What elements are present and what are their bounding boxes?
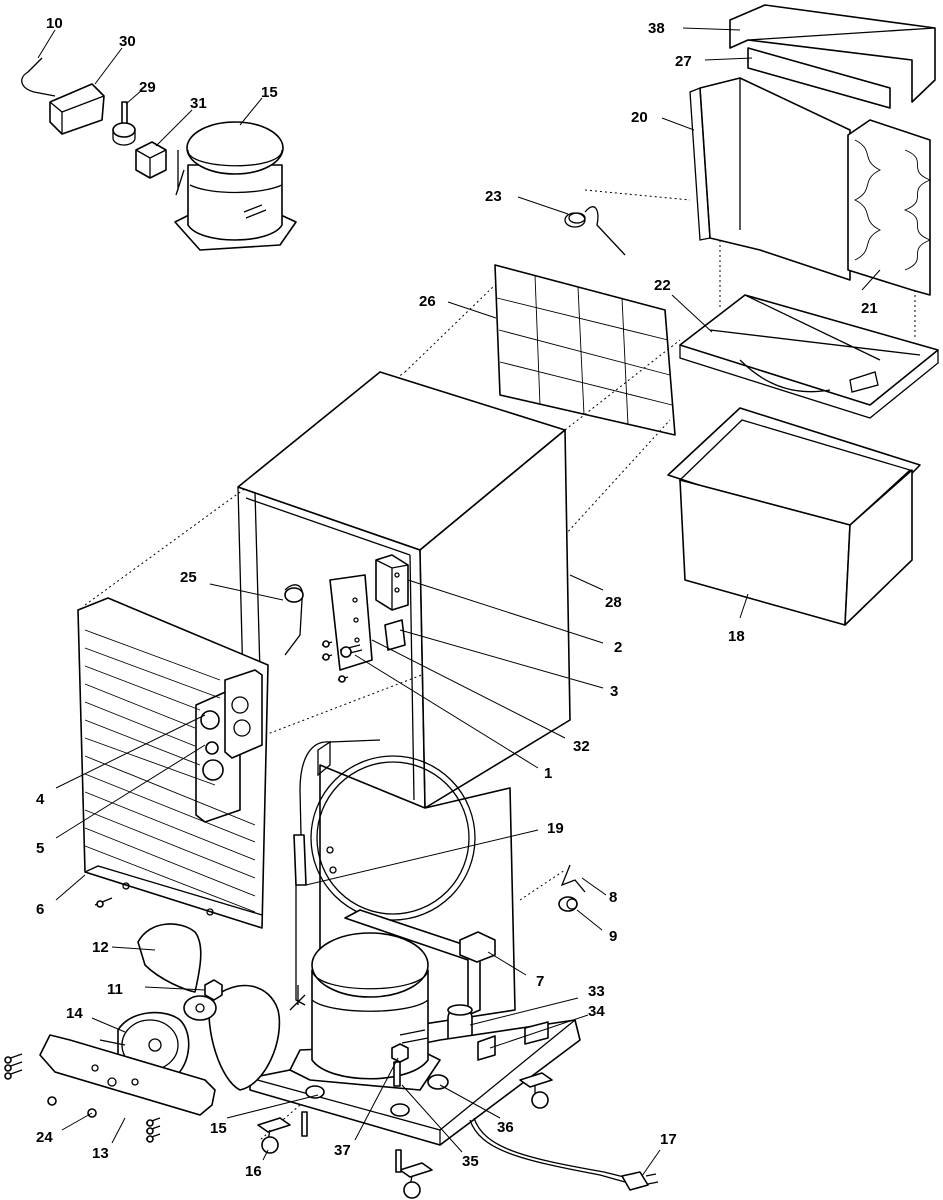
label-19: 19 [547, 820, 564, 837]
label-8: 8 [609, 889, 617, 906]
label-17: 17 [660, 1131, 677, 1148]
label-35: 35 [462, 1153, 479, 1170]
part-24-screws [4, 1053, 161, 1143]
label-9: 9 [609, 928, 617, 945]
leader-lines [37, 27, 881, 1177]
part-15-compressor-top [174, 121, 297, 251]
part-labels: 10 30 29 31 15 38 27 20 23 26 22 21 25 2… [36, 15, 878, 1180]
part-18-bucket [667, 407, 921, 626]
label-20: 20 [631, 109, 648, 126]
label-14: 14 [66, 1005, 83, 1022]
label-18: 18 [728, 628, 745, 645]
label-4: 4 [36, 791, 45, 808]
label-25: 25 [180, 569, 197, 586]
part-16-casters [257, 1072, 553, 1199]
part-6-front-grille [77, 597, 269, 929]
label-15-top: 15 [261, 84, 278, 101]
label-37: 37 [334, 1142, 351, 1159]
label-33: 33 [588, 983, 605, 1000]
part-2-switch [375, 554, 409, 611]
label-6: 6 [36, 901, 44, 918]
label-23: 23 [485, 188, 502, 205]
label-11: 11 [107, 981, 123, 998]
part-27-strip [747, 47, 891, 109]
part-36-grommets [305, 1074, 449, 1117]
grille-louvers [84, 629, 256, 913]
label-21: 21 [861, 300, 878, 317]
part-34-bracket [477, 1021, 549, 1061]
label-26: 26 [419, 293, 436, 310]
part-30-bracket [49, 83, 105, 135]
label-28: 28 [605, 594, 622, 611]
label-1: 1 [544, 765, 552, 782]
part-37-nut [391, 1043, 409, 1063]
part-32-plate [329, 574, 373, 671]
label-36: 36 [497, 1119, 514, 1136]
label-27: 27 [675, 53, 692, 70]
part-25-harness [284, 584, 304, 656]
label-16: 16 [245, 1163, 262, 1180]
label-32: 32 [573, 738, 590, 755]
screws-panel [321, 640, 349, 683]
label-29: 29 [139, 79, 156, 96]
label-10: 10 [46, 15, 63, 32]
label-12: 12 [92, 939, 109, 956]
part-12-fan-blade [137, 923, 281, 1091]
part-20-evaporator [689, 77, 851, 281]
label-30: 30 [119, 33, 136, 50]
part-10-wire [21, 57, 56, 97]
label-38: 38 [648, 20, 665, 37]
part-28-cabinet [237, 371, 571, 809]
part-1-knob-shaft [339, 644, 363, 658]
label-31: 31 [190, 95, 207, 112]
label-24: 24 [36, 1129, 53, 1146]
label-3: 3 [610, 683, 618, 700]
part-3-tab [384, 619, 406, 651]
part-11-nut [204, 979, 223, 1001]
part-15-compressor-bottom [289, 932, 441, 1091]
part-8-clip [560, 864, 586, 893]
part-7-bracket [344, 909, 496, 1016]
part-9-bushing [558, 896, 578, 912]
label-15-bottom: 15 [210, 1120, 227, 1137]
part-17-power-cord [469, 1117, 659, 1191]
label-2: 2 [614, 639, 622, 656]
label-5: 5 [36, 840, 44, 857]
part-35-bolt [393, 1061, 401, 1087]
part-19-capillary [293, 739, 381, 1006]
part-21-coil [847, 119, 932, 296]
part-22-drip-tray [679, 294, 939, 419]
part-29-overload [112, 101, 136, 146]
part-38-top-cover [729, 4, 936, 103]
label-13: 13 [92, 1145, 109, 1162]
label-22: 22 [654, 277, 671, 294]
part-31-relay [135, 141, 167, 179]
label-34: 34 [588, 1003, 605, 1020]
part-26-filter-grille [494, 264, 676, 436]
label-7: 7 [536, 973, 544, 990]
part-23-sensor [564, 206, 626, 256]
part-13-motor-bracket [39, 1034, 216, 1116]
